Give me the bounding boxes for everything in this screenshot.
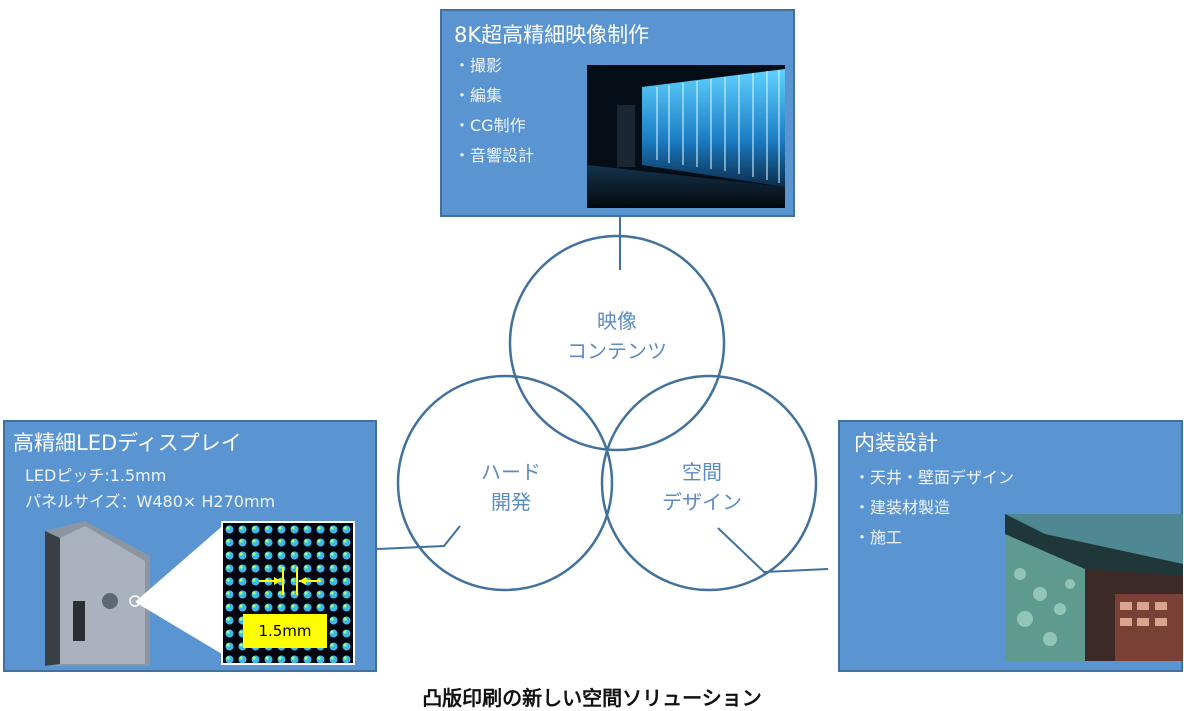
content-production-box: 8K超高精細映像制作 ・撮影 ・編集 ・CG制作 ・音響設計 bbox=[440, 9, 795, 217]
circle-space-label: 空間 デザイン bbox=[642, 457, 762, 517]
circle-hardware-label: ハード 開発 bbox=[451, 457, 571, 517]
circle-content-label: 映像 コンテンツ bbox=[557, 306, 677, 366]
led-panel-photo bbox=[45, 521, 150, 666]
circle-content-line1: 映像 bbox=[597, 309, 637, 333]
circle-space-line1: 空間 bbox=[682, 460, 722, 484]
circle-hardware bbox=[396, 374, 614, 592]
interior-item-materials: ・建装材製造 bbox=[854, 498, 951, 517]
circle-content-line2: コンテンツ bbox=[567, 339, 667, 363]
content-item-editing: ・編集 bbox=[454, 86, 503, 105]
circle-space-line2: デザイン bbox=[662, 490, 742, 514]
footer-caption: 凸版印刷の新しい空間ソリューション bbox=[422, 686, 762, 710]
content-item-shooting: ・撮影 bbox=[454, 56, 503, 75]
circle-space bbox=[600, 374, 818, 592]
interior-item-construction: ・施工 bbox=[854, 528, 903, 547]
interior-box-title: 内装設計 bbox=[854, 431, 938, 455]
led-item-pitch: LEDピッチ:1.5mm bbox=[25, 466, 167, 485]
interior-design-box: 内装設計 ・天井・壁面デザイン ・建装材製造 ・施工 bbox=[838, 420, 1183, 672]
circle-content bbox=[508, 234, 726, 452]
zoom-callout bbox=[135, 522, 227, 657]
zoom-pitch-label: 1.5mm bbox=[243, 614, 327, 648]
content-item-cg: ・CG制作 bbox=[454, 116, 526, 135]
led-zoom-view: 1.5mm bbox=[221, 521, 355, 665]
content-item-audio: ・音響設計 bbox=[454, 146, 535, 165]
led-item-panel-size: パネルサイズ：W480× H270mm bbox=[25, 492, 276, 511]
waterfall-display-photo bbox=[587, 65, 785, 208]
interior-photo bbox=[1005, 514, 1183, 661]
connector-space bbox=[717, 527, 829, 574]
led-display-box: 高精細LEDディスプレイ LEDピッチ:1.5mm パネルサイズ：W480× H… bbox=[3, 420, 377, 672]
content-box-title: 8K超高精細映像制作 bbox=[454, 23, 650, 47]
interior-item-ceiling-wall: ・天井・壁面デザイン bbox=[854, 468, 1015, 487]
circle-hardware-line2: 開発 bbox=[491, 490, 531, 514]
led-box-title: 高精細LEDディスプレイ bbox=[13, 431, 242, 455]
circle-hardware-line1: ハード bbox=[481, 460, 541, 484]
connector-hardware bbox=[376, 525, 461, 550]
